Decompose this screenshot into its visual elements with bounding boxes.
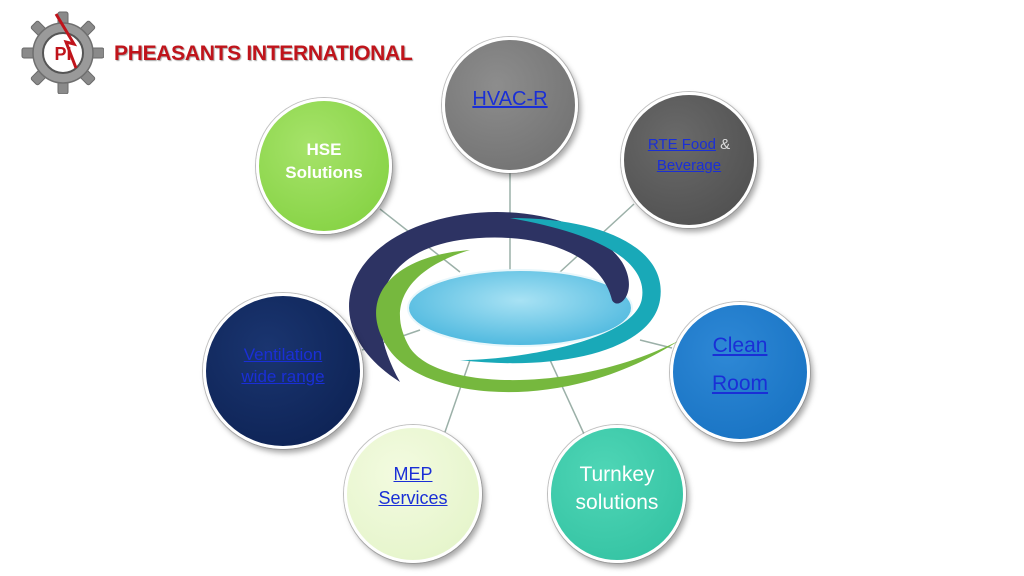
- node-hse-solutions: HSE Solutions: [256, 98, 392, 234]
- hse-label-line2: Solutions: [285, 163, 363, 182]
- clean-room-link-line2[interactable]: Room: [711, 372, 769, 395]
- node-clean-room[interactable]: Clean Room: [670, 302, 810, 442]
- mep-link-line1[interactable]: MEP: [393, 464, 433, 484]
- hvac-r-link[interactable]: HVAC-R: [472, 87, 548, 110]
- node-turnkey-solutions: Turnkey solutions: [548, 425, 686, 563]
- logo-text: PI: [54, 44, 71, 64]
- hse-label-line1: HSE: [306, 140, 342, 159]
- connector-turnkey: [549, 359, 585, 435]
- center-disc: [407, 269, 633, 347]
- connector-mep: [444, 359, 471, 433]
- beverage-link[interactable]: Beverage: [656, 157, 722, 174]
- node-ventilation[interactable]: Ventilation wide range: [203, 293, 363, 449]
- company-logo: PI: [21, 11, 104, 94]
- node-mep-services[interactable]: MEP Services: [344, 425, 482, 563]
- company-name: PHEASANTS INTERNATIONAL: [114, 42, 413, 65]
- gear-icon: [21, 11, 104, 94]
- ampersand-text: &: [720, 136, 731, 153]
- ventilation-link-line2[interactable]: wide range: [241, 367, 325, 386]
- rte-food-link[interactable]: RTE Food: [647, 136, 716, 153]
- mep-link-line2[interactable]: Services: [378, 488, 448, 508]
- ventilation-link-line1[interactable]: Ventilation: [243, 345, 323, 364]
- node-rte-food-beverage: RTE Food & Beverage: [621, 92, 757, 228]
- clean-room-link-line1[interactable]: Clean: [712, 334, 768, 357]
- turnkey-label-line2: solutions: [575, 491, 659, 514]
- node-hvac-r[interactable]: HVAC-R: [442, 37, 578, 173]
- turnkey-label-line1: Turnkey: [579, 463, 655, 486]
